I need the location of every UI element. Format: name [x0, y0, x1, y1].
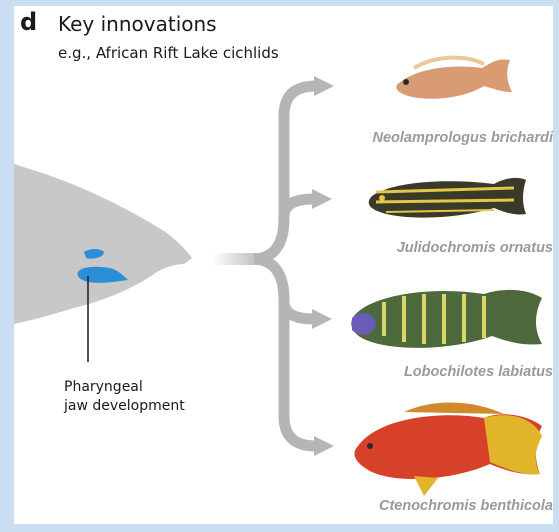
fish-image-lobochilotes: [351, 289, 542, 348]
figure-panel: d Key innovations e.g., African Rift Lak…: [14, 6, 553, 524]
panel-letter: d: [20, 8, 38, 36]
annotation-line-1: Pharyngeal: [64, 379, 143, 395]
branch-stem: [212, 253, 264, 265]
species-label-3: Lobochilotes labiatus: [403, 364, 553, 380]
annotation-line-2: jaw development: [64, 398, 185, 414]
species-label-1: Neolamprologus brichardi: [372, 130, 553, 146]
arrowhead-1: [314, 76, 334, 96]
arrowhead-4: [314, 436, 334, 456]
panel-subtitle: e.g., African Rift Lake cichlids: [58, 44, 279, 62]
branch-upper-mid: [278, 193, 315, 217]
panel-title: Key innovations: [58, 12, 217, 36]
branch-upper: [253, 80, 317, 265]
fish-image-julidochromis: [368, 177, 526, 218]
upper-pharyngeal-jaw: [84, 249, 104, 259]
arrowhead-3: [312, 309, 332, 329]
arrowhead-2: [312, 189, 332, 209]
species-label-4: Ctenochromis benthicola: [378, 498, 553, 514]
branch-lower: [253, 253, 317, 452]
diagram-graphics: [14, 55, 542, 496]
fish-image-neolamprologus: [396, 55, 512, 99]
fish-image-ctenochromis: [354, 402, 542, 496]
lower-pharyngeal-jaw: [77, 266, 128, 283]
branch-lower-mid: [278, 301, 315, 325]
branch-arrows: [253, 80, 317, 452]
species-label-2: Julidochromis ornatus: [396, 240, 553, 256]
pharyngeal-jaw-annotation: Pharyngeal jaw development: [64, 378, 234, 416]
fish-head-silhouette: [14, 164, 192, 324]
